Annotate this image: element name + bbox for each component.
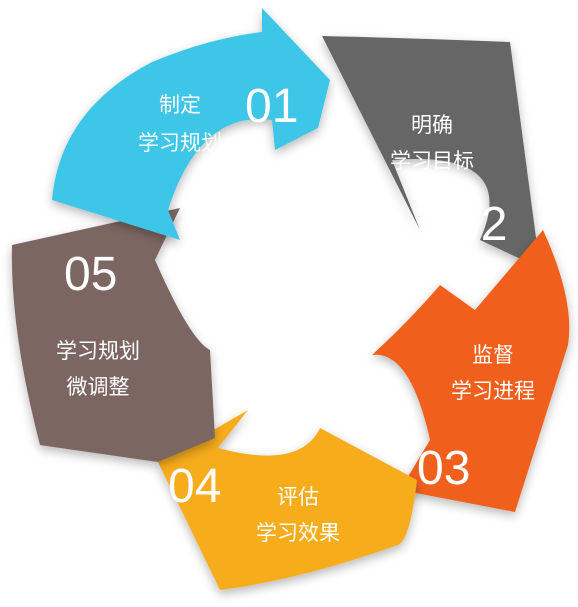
step-1-number: 01 [245, 80, 298, 133]
arrow-step-1-shape [52, 8, 330, 240]
step-4-label-line2: 学习效果 [256, 521, 340, 545]
arrow-step-4-shape [158, 410, 417, 590]
step-5-label-line2: 微调整 [67, 375, 130, 399]
step-2-number: 02 [454, 198, 507, 251]
step-1-label-line1: 制定 [159, 93, 201, 117]
step-2-label-line1: 明确 [411, 113, 453, 137]
step-3-label-line2: 学习进程 [451, 379, 535, 403]
arrow-step-3 [372, 230, 570, 512]
step-4-number: 04 [168, 460, 221, 513]
arrow-step-3-shape [372, 230, 570, 512]
arrow-step-2 [322, 36, 540, 268]
step-5-number: 05 [64, 248, 117, 301]
arrow-step-4 [158, 410, 417, 590]
step-3-number: 03 [417, 442, 470, 495]
step-2-label-line2: 学习目标 [390, 149, 474, 173]
arrow-step-5 [11, 208, 215, 462]
arrow-step-1 [52, 8, 330, 240]
arrow-step-5-shape [11, 208, 215, 462]
step-3-label-line1: 监督 [472, 343, 514, 367]
step-4-label-line1: 评估 [277, 485, 319, 509]
step-1-label-line2: 学习规划 [138, 131, 222, 155]
step-5-label-line1: 学习规划 [56, 339, 140, 363]
arrow-step-2-shape [322, 36, 540, 268]
